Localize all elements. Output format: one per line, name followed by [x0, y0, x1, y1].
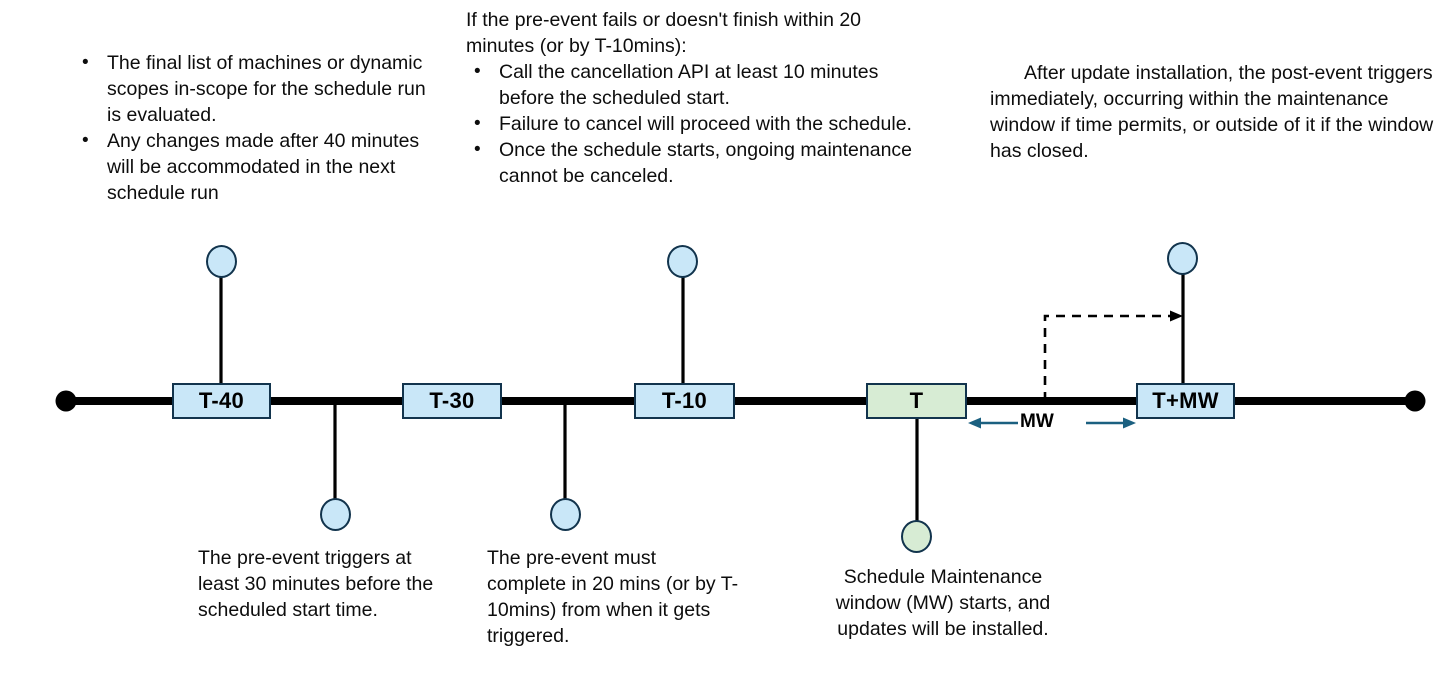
preevent-failure-intro: If the pre-event fails or doesn't finish… — [466, 9, 862, 57]
schedule-evaluation-bullet-2: Any changes made after 40 minutes will b… — [74, 128, 442, 206]
event-connector-stems — [219, 266, 1185, 528]
timeline-end-dot — [1404, 390, 1426, 412]
mw-arrowhead-left — [968, 417, 981, 429]
event-circle-preevent-complete[interactable] — [550, 498, 581, 531]
milestone-box-t-40[interactable]: T-40 — [172, 383, 271, 419]
caption-preevent-trigger: The pre-event triggers at least 30 minut… — [198, 547, 434, 621]
preevent-failure-bullet-3: Once the schedule starts, ongoing mainte… — [466, 137, 928, 189]
milestone-box-t[interactable]: T — [866, 383, 967, 419]
caption-mw-start: Schedule Maintenance window (MW) starts,… — [835, 566, 1051, 640]
milestone-box-t-30[interactable]: T-30 — [402, 383, 502, 419]
postevent-arrowhead — [1170, 310, 1183, 322]
schedule-evaluation-bullet-list: The final list of machines or dynamic sc… — [74, 50, 442, 206]
event-circle-scope-evaluation[interactable] — [206, 245, 237, 278]
note-schedule-evaluation: The final list of machines or dynamic sc… — [74, 50, 442, 206]
preevent-failure-bullet-list: Call the cancellation API at least 10 mi… — [466, 59, 928, 189]
timeline-start-dot — [55, 390, 77, 412]
event-circle-preevent-failure[interactable] — [667, 245, 698, 278]
schedule-evaluation-bullet-1: The final list of machines or dynamic sc… — [74, 50, 442, 128]
milestone-box-t-10[interactable]: T-10 — [634, 383, 735, 419]
note-preevent-failure: If the pre-event fails or doesn't finish… — [466, 7, 928, 189]
milestone-box-t-plus-mw[interactable]: T+MW — [1136, 383, 1235, 419]
caption-preevent-complete: The pre-event must complete in 20 mins (… — [487, 547, 739, 647]
preevent-failure-bullet-1: Call the cancellation API at least 10 mi… — [466, 59, 928, 111]
mw-arrowhead-right — [1123, 417, 1136, 429]
postevent-text: After update installation, the post-even… — [990, 62, 1434, 162]
mw-span-arrow — [968, 417, 1136, 429]
event-circle-preevent-trigger[interactable] — [320, 498, 351, 531]
note-postevent: After update installation, the post-even… — [990, 60, 1435, 164]
event-circle-postevent[interactable] — [1167, 242, 1198, 275]
preevent-failure-bullet-2: Failure to cancel will proceed with the … — [466, 111, 928, 137]
mw-span-label: MW — [1020, 411, 1054, 432]
postevent-dashed-arrow — [1043, 310, 1183, 401]
event-circle-mw-start[interactable] — [901, 520, 932, 553]
